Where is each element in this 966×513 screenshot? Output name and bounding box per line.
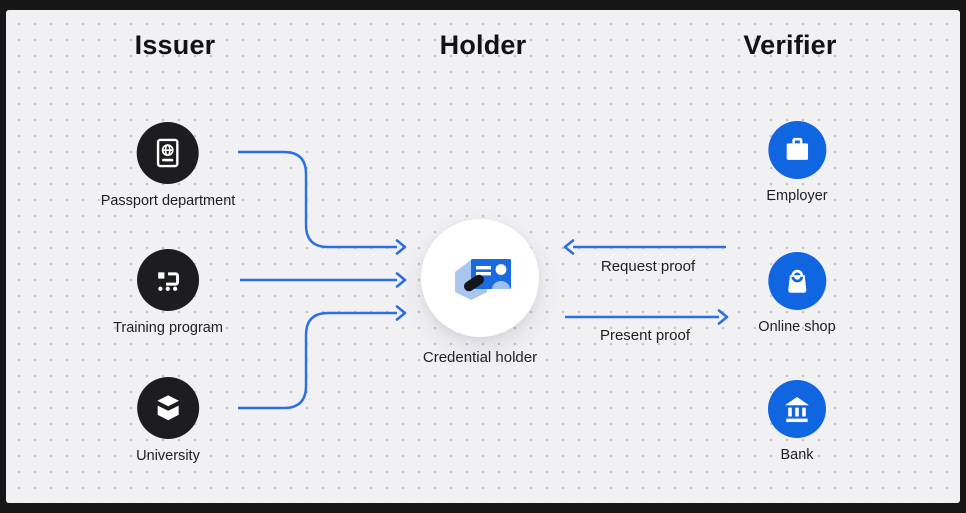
request-proof-label: Request proof bbox=[600, 258, 696, 275]
column-title-holder: Holder bbox=[439, 30, 527, 60]
column-title-issuer: Issuer bbox=[134, 30, 216, 60]
node-label: Passport department bbox=[100, 193, 236, 209]
diagram-canvas: Issuer Holder Verifier Request proof Pre… bbox=[6, 10, 960, 503]
node-online-shop: Online shop bbox=[758, 252, 836, 335]
node-training-program: Training program bbox=[113, 249, 223, 336]
node-university: University bbox=[136, 377, 200, 464]
node-label: University bbox=[136, 448, 200, 464]
node-bank: Bank bbox=[768, 380, 826, 463]
training-route-icon bbox=[158, 272, 179, 291]
edge-passport-to-holder bbox=[238, 150, 397, 249]
shopping-bag-icon bbox=[787, 269, 807, 293]
node-label: Bank bbox=[780, 447, 814, 463]
node-label: Training program bbox=[113, 320, 223, 336]
node-credential-holder: Credential holder bbox=[421, 219, 539, 366]
bank-icon bbox=[785, 397, 809, 423]
node-label: Credential holder bbox=[422, 349, 538, 366]
graduation-book-icon bbox=[157, 395, 179, 421]
id-card-icon bbox=[455, 259, 511, 300]
node-label: Online shop bbox=[758, 319, 836, 335]
present-proof-label: Present proof bbox=[599, 327, 691, 344]
passport-icon bbox=[157, 138, 179, 168]
briefcase-icon bbox=[786, 137, 808, 160]
column-title-verifier: Verifier bbox=[743, 30, 837, 60]
node-passport-department: Passport department bbox=[100, 122, 236, 209]
edge-university-to-holder bbox=[238, 311, 397, 410]
node-label: Employer bbox=[766, 188, 828, 204]
node-employer: Employer bbox=[766, 121, 828, 204]
